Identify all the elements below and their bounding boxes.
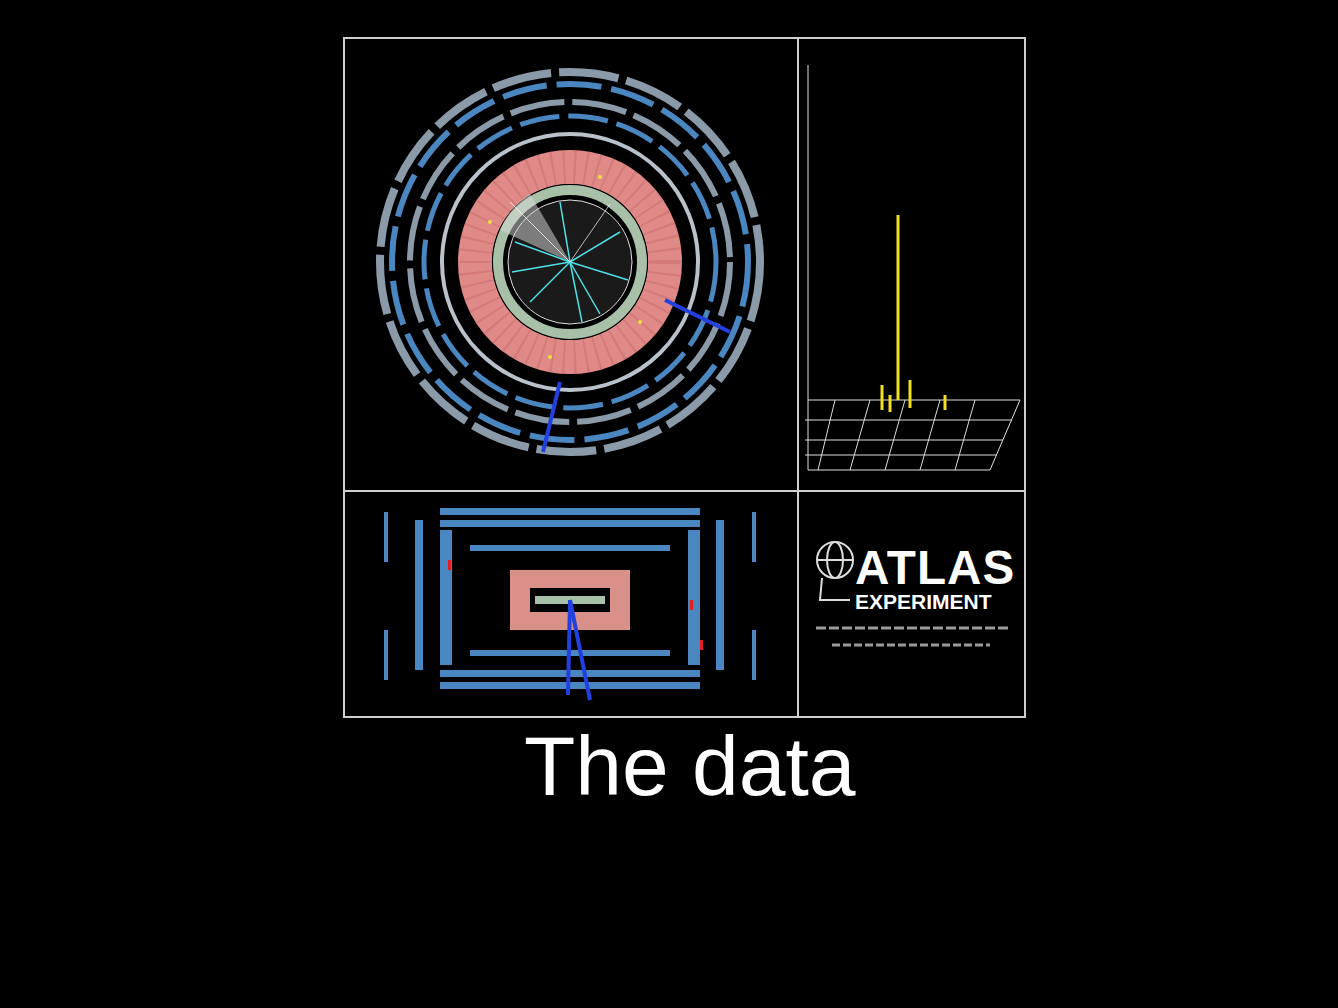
logo-title: ATLAS (855, 540, 1015, 595)
slide-caption: The data (524, 718, 856, 815)
logo-subtitle: EXPERIMENT (855, 590, 992, 614)
